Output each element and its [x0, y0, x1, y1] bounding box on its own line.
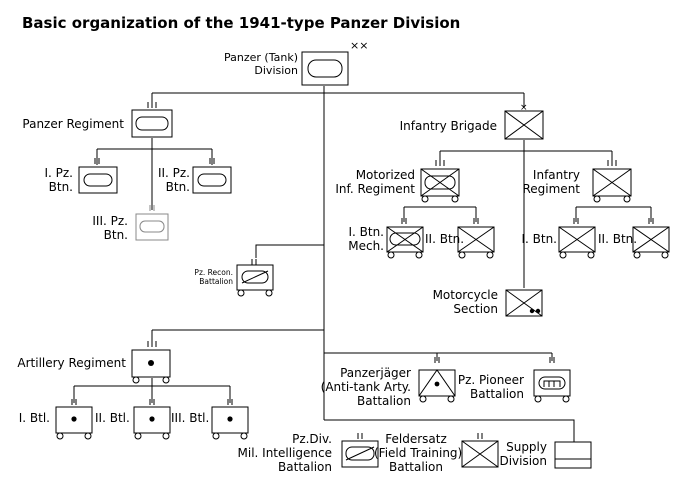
mot-battalion-2-label: II. Btn.	[425, 232, 465, 246]
artillery-battalion-1-label: I. Btl.	[18, 411, 50, 425]
feldersatz-label: Feldersatz(Field Training)Battalion	[374, 432, 463, 474]
pioneer-battalion-symbol	[533, 357, 571, 403]
artillery-regiment-symbol	[131, 341, 171, 384]
artillery-btl-3-dot	[227, 416, 233, 422]
feldersatz-battalion-symbol	[461, 433, 499, 468]
mot-battalion-1-label: I. Btn.Mech.	[348, 225, 384, 253]
panzerjager-battalion-symbol	[418, 357, 456, 403]
artillery-battalion-2-symbol	[133, 399, 171, 440]
inf-battalion-1-symbol	[558, 218, 596, 259]
infantry-brigade-symbol	[504, 110, 544, 140]
intelligence-battalion-symbol	[341, 433, 379, 468]
panzerjager-dot	[434, 381, 440, 387]
inf-battalion-1-label: I. Btn.	[521, 232, 557, 246]
artillery-regiment-label: Artillery Regiment	[17, 356, 126, 370]
panzer-regiment-symbol	[131, 102, 173, 138]
motorcycle-wheel-1	[529, 308, 535, 314]
artillery-regiment-dot	[148, 360, 154, 366]
mot-battalion-2-symbol	[457, 218, 495, 259]
infantry-brigade-label: Infantry Brigade	[399, 119, 497, 133]
artillery-btl-2-dot	[149, 416, 155, 422]
division-label: Panzer (Tank)Division	[224, 51, 298, 77]
pz-battalion-2-label: II. Pz.Btn.	[157, 166, 190, 194]
artillery-battalion-3-symbol	[211, 399, 249, 440]
panzer-regiment-label: Panzer Regiment	[22, 117, 124, 131]
pz-battalion-3-symbol	[135, 205, 169, 241]
pz-battalion-3-label: III. Pz.Btn.	[92, 214, 128, 242]
artillery-battalion-3-label: III. Btl.	[171, 411, 210, 425]
connector-lines	[73, 86, 652, 442]
recon-battalion-symbol	[236, 259, 274, 297]
inf-battalion-2-label: II. Btn.	[598, 232, 638, 246]
supply-division-symbol	[554, 441, 592, 469]
artillery-battalion-1-symbol	[55, 399, 93, 440]
artillery-btl-1-dot	[71, 416, 77, 422]
division-echelon-mark: ××	[350, 39, 368, 52]
panzerjager-label: Panzerjäger(Anti-tank Arty.Battalion	[320, 366, 411, 408]
panzer-division-symbol	[301, 51, 349, 86]
mot-battalion-1-symbol	[386, 218, 424, 259]
artillery-battalion-2-label: II. Btl.	[95, 411, 130, 425]
pz-battalion-1-symbol	[78, 158, 118, 194]
recon-battalion-label: Pz. Recon.Battalion	[194, 268, 233, 286]
motorized-inf-regiment-symbol	[420, 160, 460, 203]
pz-battalion-2-symbol	[192, 158, 232, 194]
pz-battalion-1-label: I. Pz.Btn.	[44, 166, 73, 194]
diagram-title: Basic organization of the 1941-type Panz…	[22, 14, 461, 32]
motorcycle-wheel-2	[535, 308, 541, 314]
infantry-regiment-symbol	[592, 160, 632, 203]
brigade-echelon-mark: ×	[520, 103, 528, 113]
inf-battalion-2-symbol	[632, 218, 670, 259]
